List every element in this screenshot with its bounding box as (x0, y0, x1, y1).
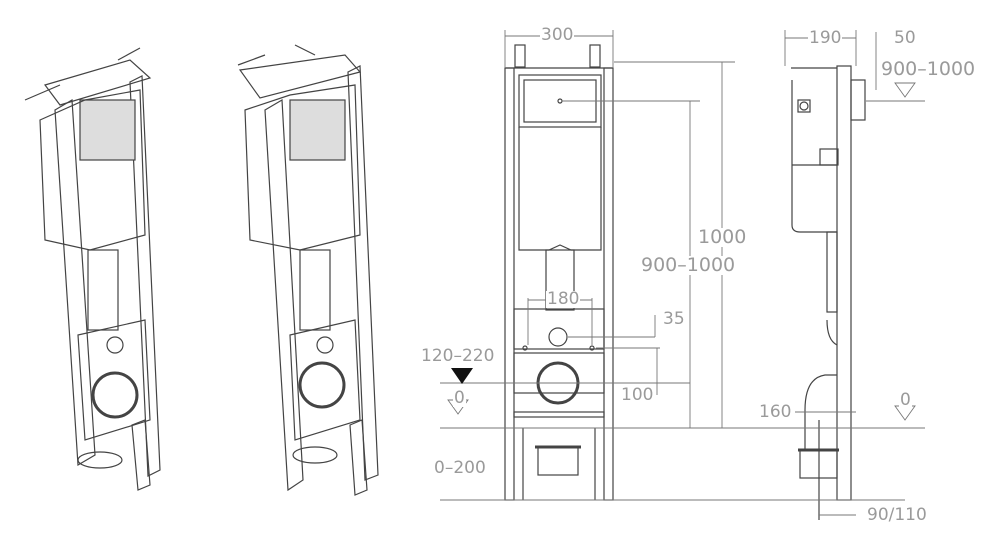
side-view (791, 65, 866, 520)
dim-inlet-offset: 35 (662, 309, 686, 329)
dimension-lines (440, 30, 925, 516)
dim-outlet-height: 120–220 (420, 346, 496, 366)
dim-height-total: 1000 (697, 226, 748, 248)
dim-flush-height: 900–1000 (640, 254, 737, 276)
iso-frame-1 (24, 47, 161, 491)
front-view (504, 44, 614, 501)
dim-floor-level: 0 (453, 388, 466, 408)
dim-width: 300 (540, 25, 575, 45)
iso-frame-2 (237, 44, 379, 496)
dim-outlet-to-bolts: 100 (620, 385, 655, 405)
dim-leg-adjust: 0–200 (433, 458, 487, 478)
dim-panel-offset: 50 (893, 28, 917, 48)
dim-depth: 190 (808, 28, 843, 48)
dim-outlet-offset: 160 (758, 402, 793, 422)
dim-drain-diameter: 90/110 (866, 505, 928, 525)
dim-bolt-spacing: 180 (546, 289, 581, 309)
dim-side-flush-height: 900–1000 (880, 58, 977, 80)
level-marker-filled (451, 368, 473, 384)
dim-side-floor-level: 0 (899, 390, 912, 410)
